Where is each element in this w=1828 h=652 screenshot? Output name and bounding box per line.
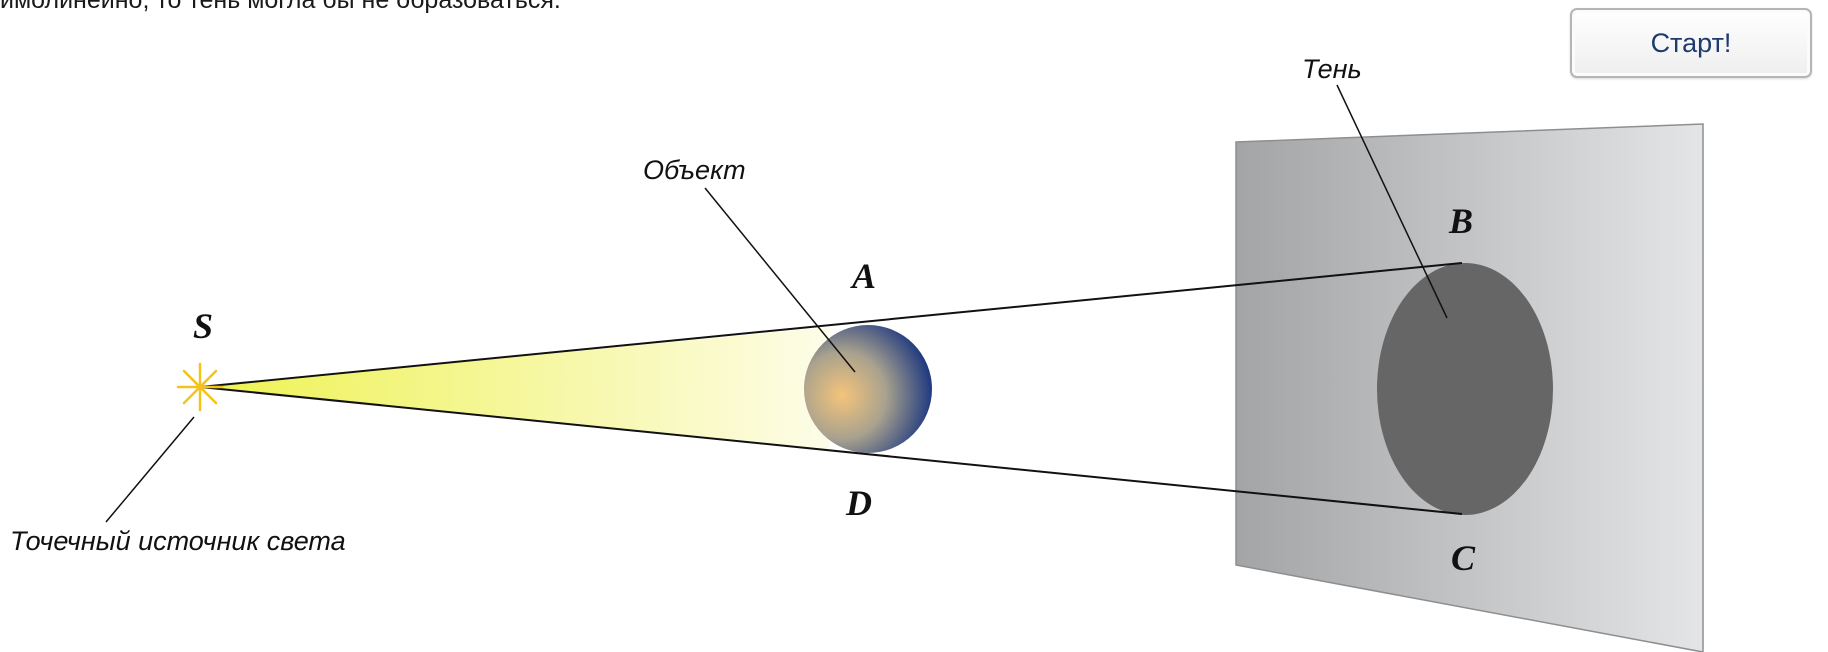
light-source-star-icon [176, 362, 224, 412]
point-label-a: A [850, 256, 876, 296]
start-button[interactable]: Старт! [1570, 8, 1812, 78]
point-label-c: C [1451, 538, 1476, 578]
intro-text: имолинейно, то тень могла бы не образова… [0, 0, 561, 14]
light-source-label: Точечный источник света [10, 526, 346, 556]
lower-ray [199, 386, 1463, 515]
source-leader-line [105, 416, 195, 523]
object-label: Объект [643, 155, 746, 185]
object-sphere [804, 325, 932, 453]
light-beam [200, 327, 829, 450]
shadow-label: Тень [1302, 54, 1362, 84]
shadow-ellipse [1377, 263, 1553, 515]
shadow-leader-line [1336, 84, 1448, 319]
point-label-b: B [1448, 201, 1473, 241]
point-label-d: D [845, 483, 872, 523]
upper-ray [199, 262, 1463, 388]
point-label-s: S [193, 306, 213, 346]
object-leader-line [704, 187, 856, 373]
